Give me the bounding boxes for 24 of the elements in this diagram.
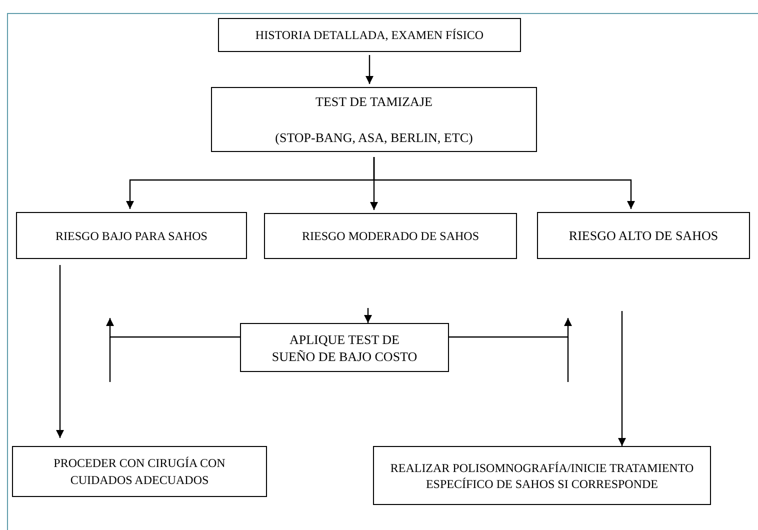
arrow [449,318,572,338]
process-box [218,18,521,52]
process-box [264,213,517,259]
box-text: APLIQUE TEST DE SUEÑO DE BAJO COSTO [270,330,418,364]
process-box [240,323,449,372]
box-text: RIESGO MODERADO DE SAHOS [302,228,479,245]
process-box [373,446,711,505]
box-text: RIESGO BAJO PARA SAHOS [56,228,208,244]
process-box [211,87,537,152]
arrow [56,265,64,438]
box-text: PROCEDER CON CIRUGÍA CON CUIDADOS ADECUADOS [52,454,226,488]
box-text: HISTORIA DETALLADA, EXAMEN FÍSICO [255,27,484,44]
box-text: REALIZAR POLISOMNOGRAFÍA/INICIE TRATAMIENTO ESPECÍFICO DE SAHOS SI CORRESPONDE [389,460,695,492]
arrow [106,318,240,338]
box-text: (STOP-BANG, ASA, BERLIN, ETC) [275,128,473,147]
box-text: RIESGO ALTO DE SAHOS [568,226,718,245]
arrow [366,55,374,84]
arrow [618,311,626,446]
arrow [364,308,372,323]
arrow [373,157,635,209]
process-box [537,212,750,259]
process-box [12,446,267,497]
process-box [16,212,247,259]
box-text: TEST DE TAMIZAJE [316,93,432,111]
